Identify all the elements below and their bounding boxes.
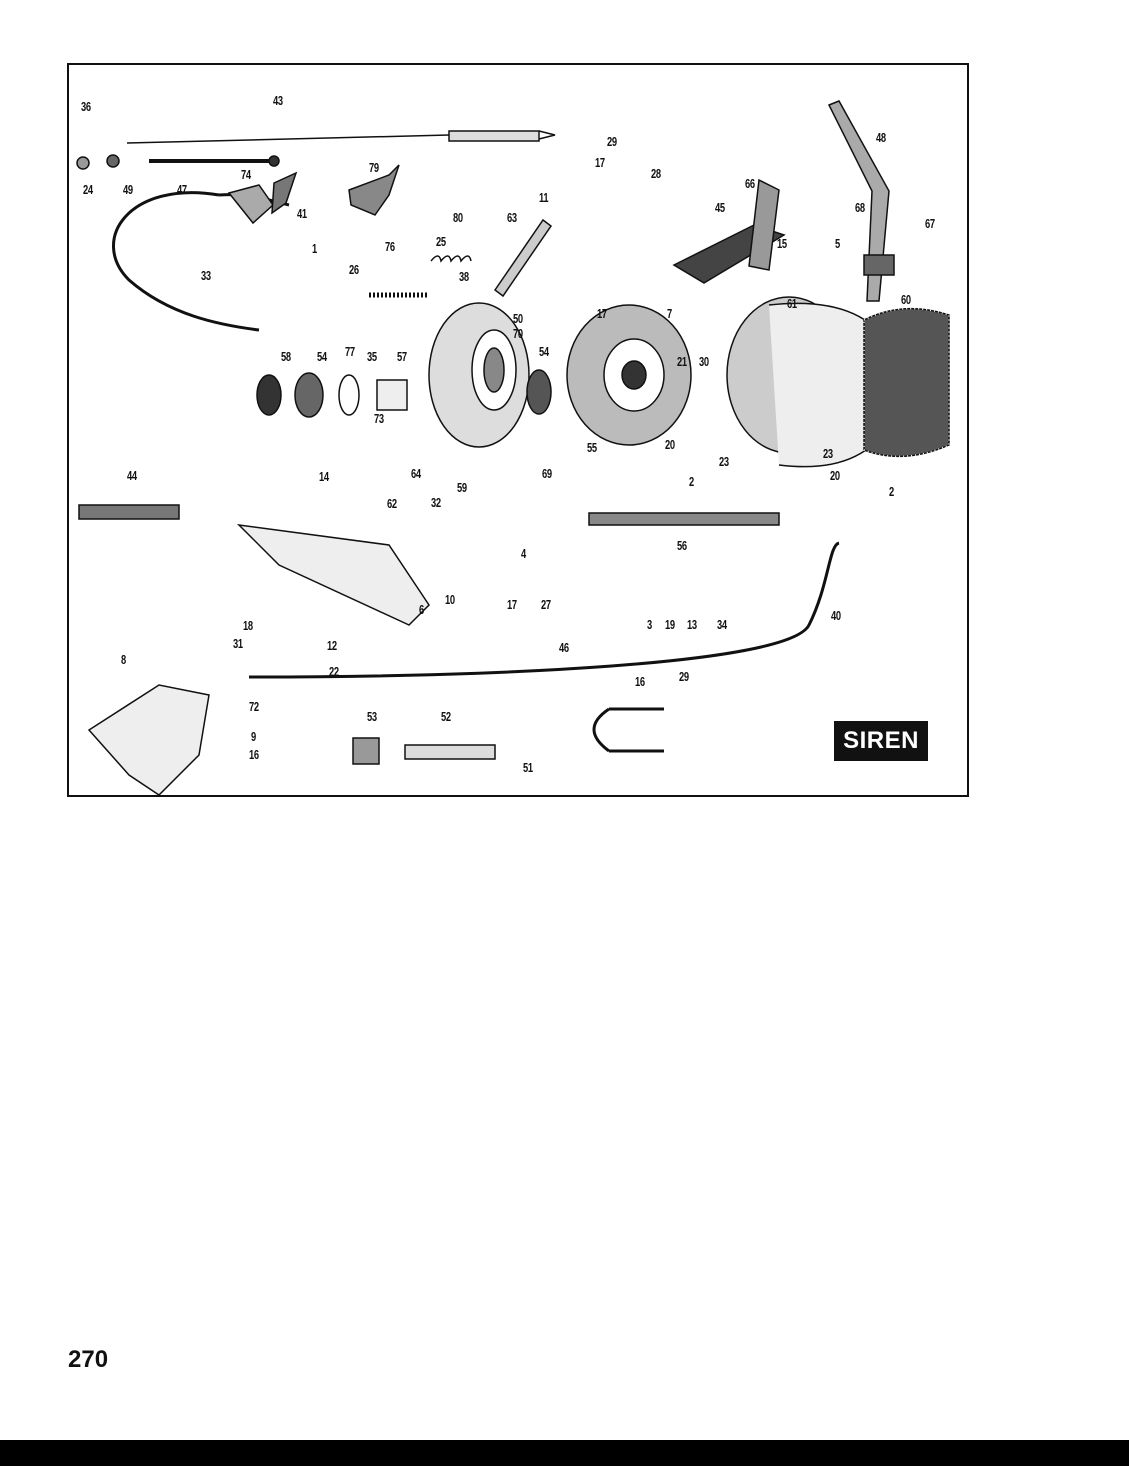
part-label: 57 bbox=[397, 349, 407, 364]
part-label: 36 bbox=[81, 99, 91, 114]
part-label: 59 bbox=[457, 480, 467, 495]
part-label: 16 bbox=[249, 747, 259, 762]
part-label: 9 bbox=[251, 729, 256, 744]
part-label: 67 bbox=[925, 216, 935, 231]
part-label: 77 bbox=[345, 344, 355, 359]
part-label: 25 bbox=[436, 234, 446, 249]
part-label: 19 bbox=[665, 617, 675, 632]
part-label: 33 bbox=[201, 268, 211, 283]
part-label: 28 bbox=[651, 166, 661, 181]
part-label: 58 bbox=[281, 349, 291, 364]
part-label: 12 bbox=[327, 638, 337, 653]
part-label: 22 bbox=[329, 664, 339, 679]
part-label: 30 bbox=[699, 354, 709, 369]
part-label: 17 bbox=[507, 597, 517, 612]
part-label: 73 bbox=[374, 411, 384, 426]
part-label: 13 bbox=[687, 617, 697, 632]
part-label: 11 bbox=[539, 190, 549, 205]
part-label: 47 bbox=[177, 182, 187, 197]
part-label: 3 bbox=[647, 617, 652, 632]
part-label: 70 bbox=[513, 326, 523, 341]
part-label: 24 bbox=[83, 182, 93, 197]
part-label: 17 bbox=[597, 306, 607, 321]
part-label: 49 bbox=[123, 182, 133, 197]
part-label: 15 bbox=[777, 236, 787, 251]
part-label: 62 bbox=[387, 496, 397, 511]
part-label: 35 bbox=[367, 349, 377, 364]
part-label: 43 bbox=[273, 93, 283, 108]
part-label: 46 bbox=[559, 640, 569, 655]
part-label: 21 bbox=[677, 354, 687, 369]
part-label: 45 bbox=[715, 200, 725, 215]
part-label: 29 bbox=[607, 134, 617, 149]
part-label: 16 bbox=[635, 674, 645, 689]
part-label: 68 bbox=[855, 200, 865, 215]
part-label: 54 bbox=[317, 349, 327, 364]
part-label: 53 bbox=[367, 709, 377, 724]
part-label: 74 bbox=[241, 167, 251, 182]
part-label: 4 bbox=[521, 546, 526, 561]
part-label: 76 bbox=[385, 239, 395, 254]
part-label: 52 bbox=[441, 709, 451, 724]
part-label: 69 bbox=[542, 466, 552, 481]
part-label: 38 bbox=[459, 269, 469, 284]
part-label: 51 bbox=[523, 760, 533, 775]
part-label: 79 bbox=[369, 160, 379, 175]
part-label: 29 bbox=[679, 669, 689, 684]
part-label: 44 bbox=[127, 468, 137, 483]
page-number: 270 bbox=[68, 1346, 109, 1373]
part-label: 31 bbox=[233, 636, 243, 651]
part-label: 72 bbox=[249, 699, 259, 714]
part-label: 7 bbox=[667, 306, 672, 321]
part-label: 27 bbox=[541, 597, 551, 612]
part-label: 14 bbox=[319, 469, 329, 484]
part-label: 2 bbox=[689, 474, 694, 489]
part-label: 1 bbox=[312, 241, 317, 256]
bottom-border-bar bbox=[0, 1440, 1129, 1466]
part-label: 55 bbox=[587, 440, 597, 455]
part-label: 2 bbox=[889, 484, 894, 499]
part-label: 34 bbox=[717, 617, 727, 632]
siren-badge: SIREN bbox=[834, 721, 928, 761]
part-label: 50 bbox=[513, 311, 523, 326]
part-label: 32 bbox=[431, 495, 441, 510]
part-label: 5 bbox=[835, 236, 840, 251]
part-label: 56 bbox=[677, 538, 687, 553]
part-label: 26 bbox=[349, 262, 359, 277]
part-label: 23 bbox=[719, 454, 729, 469]
part-label: 48 bbox=[876, 130, 886, 145]
part-label: 80 bbox=[453, 210, 463, 225]
part-label: 6 bbox=[419, 602, 424, 617]
part-label: 10 bbox=[445, 592, 455, 607]
part-label: 18 bbox=[243, 618, 253, 633]
part-label: 41 bbox=[297, 206, 307, 221]
part-label: 8 bbox=[121, 652, 126, 667]
part-label: 66 bbox=[745, 176, 755, 191]
part-label: 63 bbox=[507, 210, 517, 225]
part-label: 23 bbox=[823, 446, 833, 461]
part-label: 20 bbox=[665, 437, 675, 452]
exploded-view-artwork bbox=[76, 100, 950, 796]
part-label: 20 bbox=[830, 468, 840, 483]
part-label: 17 bbox=[595, 155, 605, 170]
part-label: 64 bbox=[411, 466, 421, 481]
part-label: 60 bbox=[901, 292, 911, 307]
part-label: 61 bbox=[787, 296, 797, 311]
part-label: 40 bbox=[831, 608, 841, 623]
part-label: 54 bbox=[539, 344, 549, 359]
